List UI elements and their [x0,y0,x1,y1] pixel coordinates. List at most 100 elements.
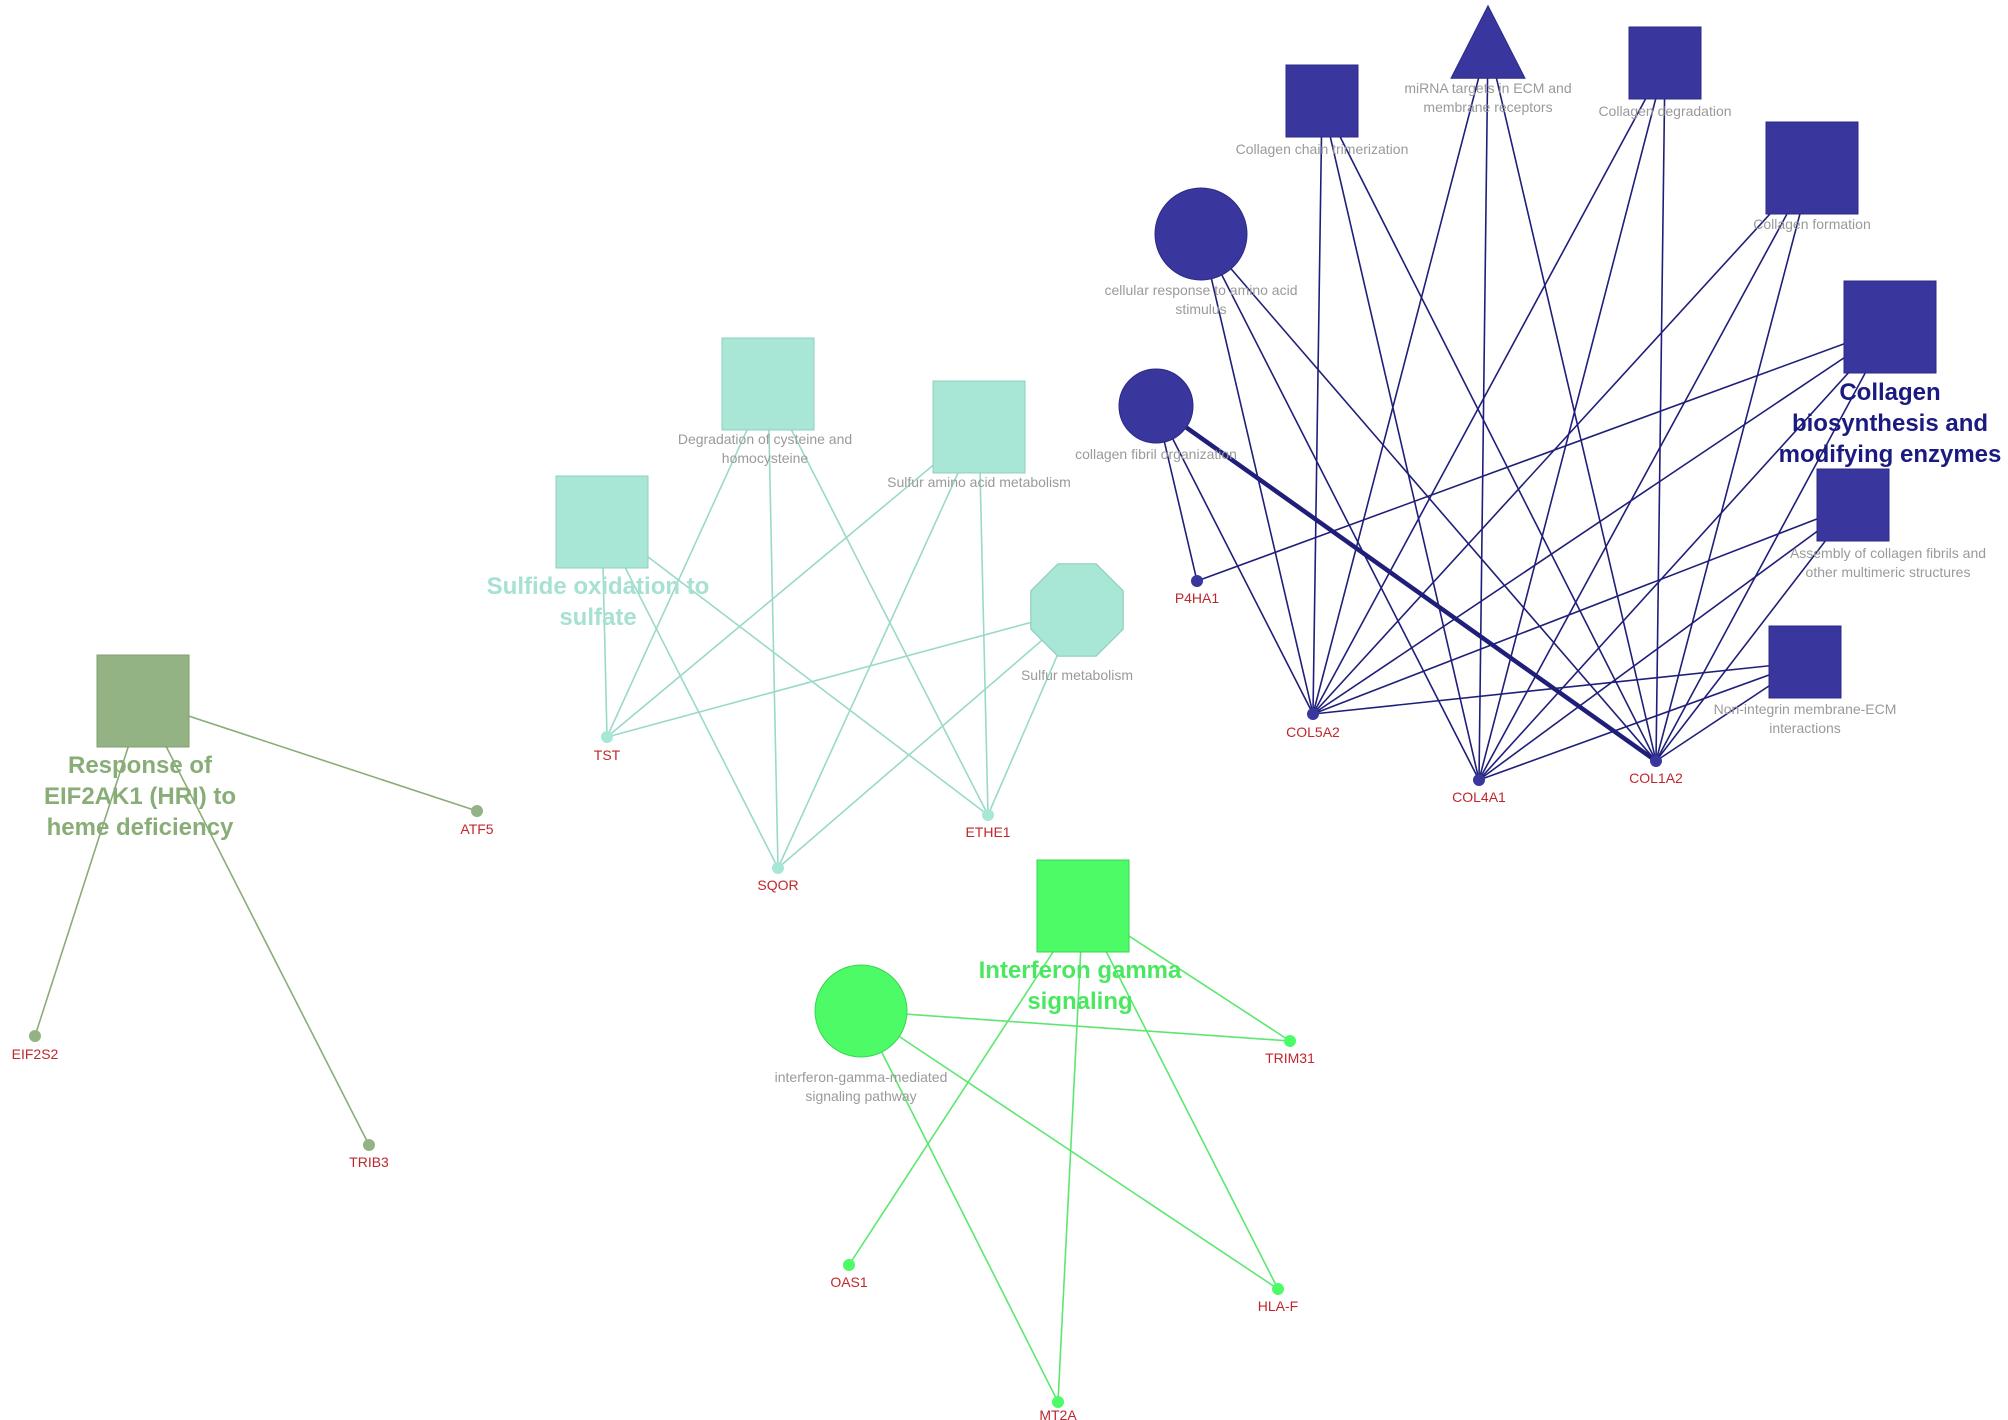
term-node-sulfur-aminoacid[interactable] [932,380,1026,474]
group-title-line: heme deficiency [47,814,234,841]
edge-nonintegrin-col5a2 [1312,661,1806,715]
edge-biosynth-col5a2 [1312,326,1891,715]
gene-node-interferon-hla-f[interactable] [1272,1283,1284,1295]
term-node-collagen-amino[interactable] [1154,187,1248,281]
group-title-line: EIF2AK1 (HRI) to [44,783,236,810]
gene-node-interferon-trim31[interactable] [1284,1035,1296,1047]
group-title-line: biosynthesis and [1792,410,1988,437]
gene-label-interferon-oas1: OAS1 [830,1274,868,1290]
term-node-collagen-fibril[interactable] [1118,368,1194,444]
group-title-line: signaling [1027,988,1132,1015]
label-line: COL1A2 [1629,770,1683,786]
gene-label-collagen-col5a2: COL5A2 [1286,724,1340,740]
label-line: Sulfur metabolism [1021,667,1133,683]
edge-amino-col5a2 [1200,233,1314,715]
edge-oxidation-sqor [601,521,779,869]
label-line: COL5A2 [1286,724,1340,740]
term-node-collagen-mirna[interactable] [1450,4,1526,79]
label-line: COL4A1 [1452,789,1506,805]
edge-response-trib3 [142,700,370,1146]
term-node-sulfur-degradation[interactable] [721,337,815,431]
edge-metabolism-tst [606,609,1078,738]
label-line: stimulus [1175,301,1226,317]
term-node-heme-response[interactable] [96,654,190,748]
term-node-collagen-assembly[interactable] [1816,468,1890,542]
edge-fibril-col5a2 [1155,405,1314,715]
label-line: SQOR [757,877,798,893]
gene-label-collagen-p4ha1: P4HA1 [1175,590,1220,606]
gene-node-heme-eif2s2[interactable] [29,1030,41,1042]
edge-formation-col1a2 [1655,167,1813,762]
edge-pathway-hla-f [860,1010,1279,1290]
term-node-collagen-nonintegrin[interactable] [1768,625,1842,699]
label-line: cellular response to amino acid [1105,282,1298,298]
term-node-sulfur-metabolism[interactable] [1030,563,1124,657]
edge-response-atf5 [142,700,478,812]
term-node-collagen-degradation[interactable] [1628,26,1702,100]
gene-node-interferon-oas1[interactable] [843,1259,855,1271]
label-line: collagen fibril organization [1075,446,1237,462]
label-line: other multimeric structures [1806,564,1971,580]
gene-node-collagen-col1a2[interactable] [1650,755,1662,767]
edge-mirna-col5a2 [1312,41,1489,715]
label-line: ATF5 [460,821,493,837]
edge-aminoacid-sqor [777,426,980,869]
gene-node-collagen-col4a1[interactable] [1473,774,1485,786]
gene-node-interferon-mt2a[interactable] [1052,1396,1064,1408]
gene-label-sulfur-ethe1: ETHE1 [965,824,1010,840]
edge-formation-col5a2 [1312,167,1813,715]
gene-node-collagen-col5a2[interactable] [1307,708,1319,720]
label-line: Degradation of cysteine and [678,431,852,447]
gene-label-sulfur-sqor: SQOR [757,877,798,893]
edge-signaling-mt2a [1057,905,1084,1403]
edge-pathway-trim31 [860,1010,1291,1042]
term-node-interferon-pathway[interactable] [814,964,908,1058]
label-line: membrane receptors [1423,99,1552,115]
group-title-line: sulfate [559,604,636,631]
gene-node-sulfur-sqor[interactable] [772,862,784,874]
gene-node-sulfur-tst[interactable] [601,731,613,743]
term-node-interferon-signaling[interactable] [1036,859,1130,953]
gene-label-interferon-mt2a: MT2A [1039,1407,1077,1420]
gene-label-collagen-col4a1: COL4A1 [1452,789,1506,805]
gene-label-sulfur-tst: TST [594,747,621,763]
edge-oxidation-ethe1 [601,521,989,816]
edge-chain-col4a1 [1321,100,1480,781]
gene-label-collagen-col1a2: COL1A2 [1629,770,1683,786]
edge-mirna-col4a1 [1478,41,1489,781]
edge-biosynth-col4a1 [1478,326,1891,781]
label-line: TST [594,747,621,763]
gene-node-collagen-p4ha1[interactable] [1191,575,1203,587]
edge-degradation-tst [606,383,769,738]
edge-biosynth-col1a2 [1655,326,1891,762]
label-line: interactions [1769,720,1841,736]
edge-degradation-col4a1 [1478,62,1666,781]
label-line: Sulfur amino acid metabolism [887,474,1071,490]
edge-signaling-oas1 [848,905,1084,1266]
term-node-collagen-biosynth[interactable] [1843,280,1937,374]
label-line: TRIB3 [349,1154,389,1170]
edge-aminoacid-ethe1 [978,426,989,816]
gene-label-heme-trib3: TRIB3 [349,1154,389,1170]
term-label-sulfur-aminoacid: Sulfur amino acid metabolism [887,474,1071,490]
term-node-sulfur-oxidation[interactable] [555,475,649,569]
edge-mirna-col1a2 [1487,41,1657,762]
label-line: interferon-gamma-mediated [775,1069,948,1085]
label-line: miRNA targets in ECM and [1404,80,1571,96]
gene-label-heme-atf5: ATF5 [460,821,493,837]
edge-assembly-col5a2 [1312,504,1854,715]
label-line: OAS1 [830,1274,868,1290]
term-node-collagen-formation[interactable] [1765,121,1859,215]
label-line: Non-integrin membrane-ECM [1714,701,1897,717]
term-node-collagen-chain[interactable] [1285,64,1359,138]
edge-assembly-col4a1 [1478,504,1854,781]
gene-node-heme-atf5[interactable] [471,805,483,817]
gene-node-heme-trib3[interactable] [363,1139,375,1151]
gene-node-sulfur-ethe1[interactable] [982,809,994,821]
